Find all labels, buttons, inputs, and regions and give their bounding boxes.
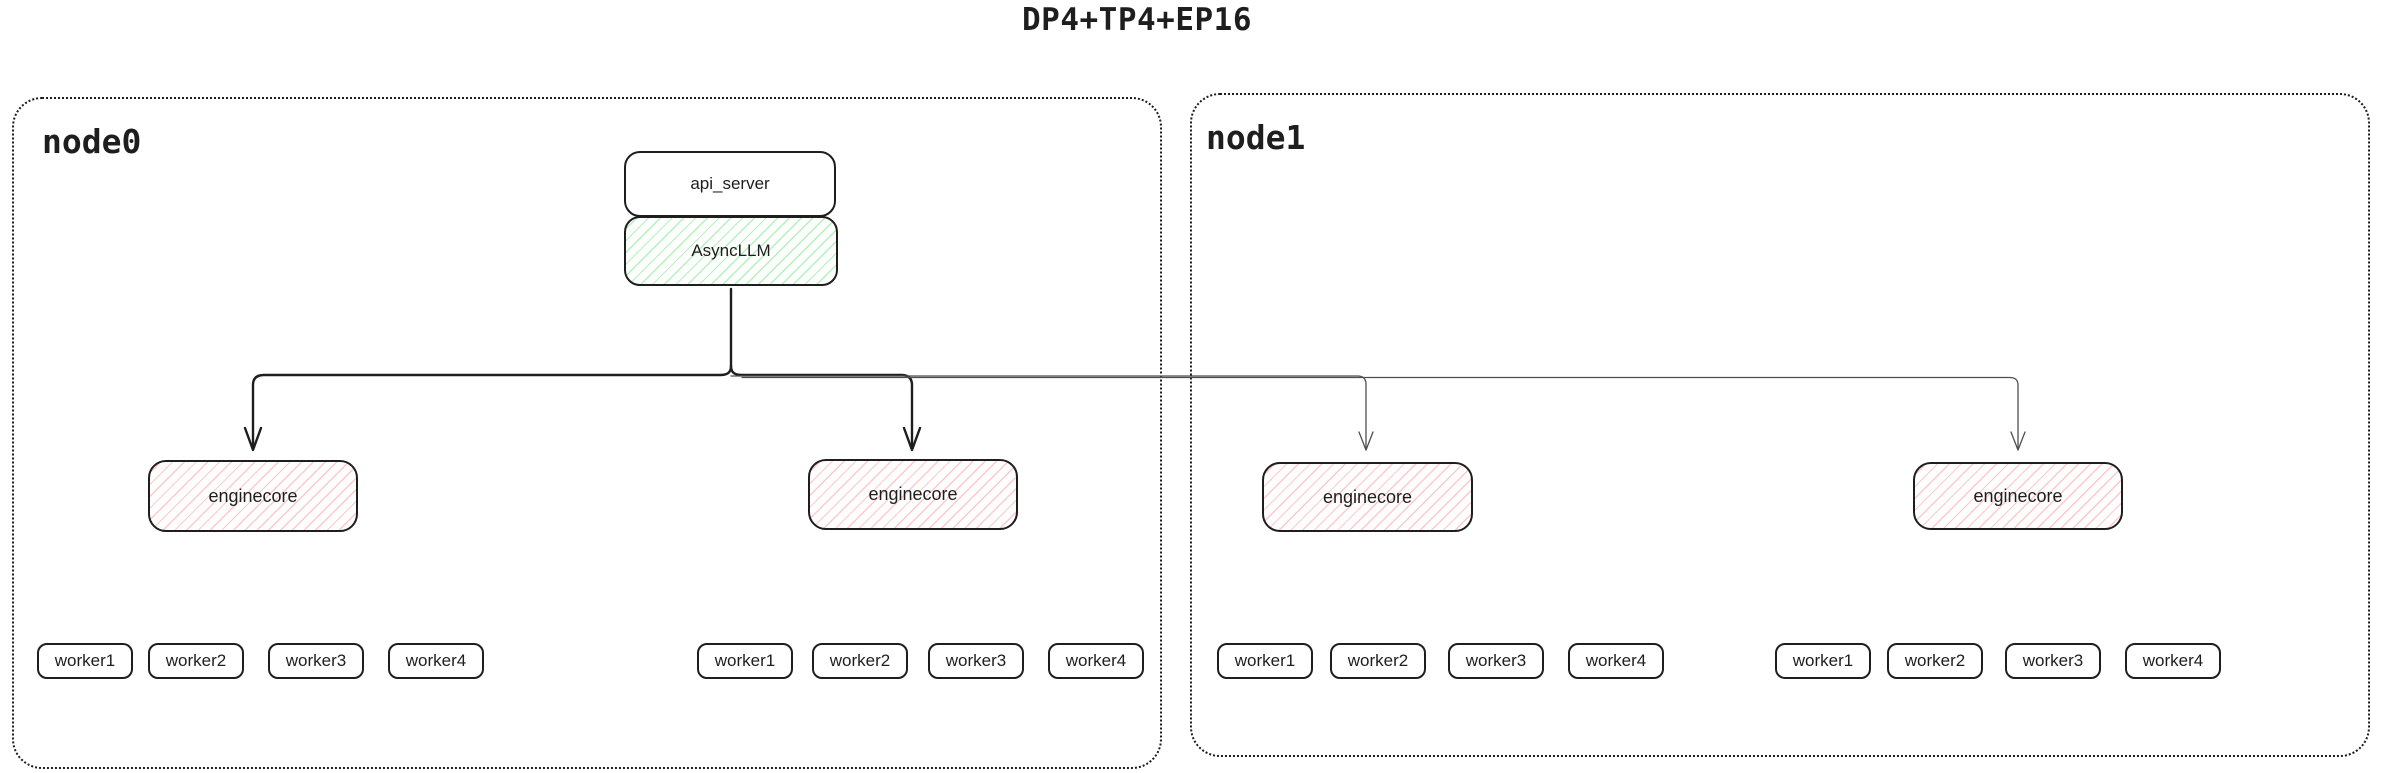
worker-box: worker3 [1448,643,1544,679]
worker-label: worker3 [285,651,347,670]
worker-label: worker1 [1234,651,1296,670]
worker-box: worker4 [388,643,484,679]
node1-label: node1 [1206,118,1306,157]
worker-box: worker4 [1048,643,1144,679]
worker-box: worker2 [1887,643,1983,679]
worker-box: worker3 [2005,643,2101,679]
api-server-box: api_server [624,151,836,217]
worker-box: worker2 [812,643,908,679]
worker-label: worker4 [2142,651,2204,670]
asyncllm-label: AsyncLLM [691,241,771,260]
worker-label: worker1 [714,651,776,670]
worker-box: worker2 [1330,643,1426,679]
asyncllm-box: AsyncLLM [624,216,838,286]
worker-box: worker1 [37,643,133,679]
enginecore-label: enginecore [208,485,298,506]
enginecore-box-3: enginecore [1262,462,1473,532]
enginecore-label: enginecore [868,484,958,504]
worker-label: worker2 [165,651,227,670]
worker-label: worker4 [1065,651,1127,670]
worker-label: worker3 [945,651,1007,670]
worker-box: worker3 [268,643,364,679]
worker-label: worker1 [1792,651,1854,670]
node0-label: node0 [42,122,142,161]
enginecore-box-2: enginecore [808,459,1018,530]
enginecore-label: enginecore [1322,486,1413,507]
worker-box: worker3 [928,643,1024,679]
enginecore-label: enginecore [1973,485,2063,506]
worker-box: worker1 [1217,643,1313,679]
worker-box: worker4 [2125,643,2221,679]
worker-label: worker2 [1347,651,1409,670]
worker-label: worker2 [829,651,891,670]
worker-label: worker4 [1585,651,1647,670]
worker-label: worker3 [1465,651,1527,670]
api-server-label: api_server [690,174,770,193]
worker-box: worker4 [1568,643,1664,679]
enginecore-box-4: enginecore [1913,462,2123,530]
page-title: DP4+TP4+EP16 [1022,2,1252,38]
enginecore-box-1: enginecore [148,460,358,532]
worker-label: worker2 [1904,651,1966,670]
worker-box: worker1 [697,643,793,679]
worker-label: worker1 [54,651,116,670]
worker-box: worker2 [148,643,244,679]
worker-box: worker1 [1775,643,1871,679]
worker-label: worker4 [405,651,467,670]
worker-label: worker3 [2022,651,2084,670]
